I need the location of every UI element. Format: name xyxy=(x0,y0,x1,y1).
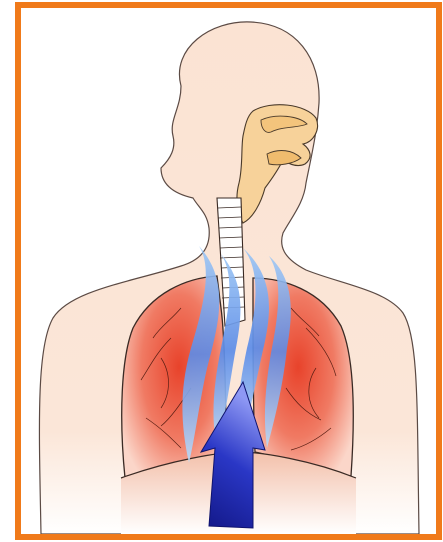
respiratory-illustration xyxy=(21,8,436,534)
orange-frame-border xyxy=(15,2,442,540)
